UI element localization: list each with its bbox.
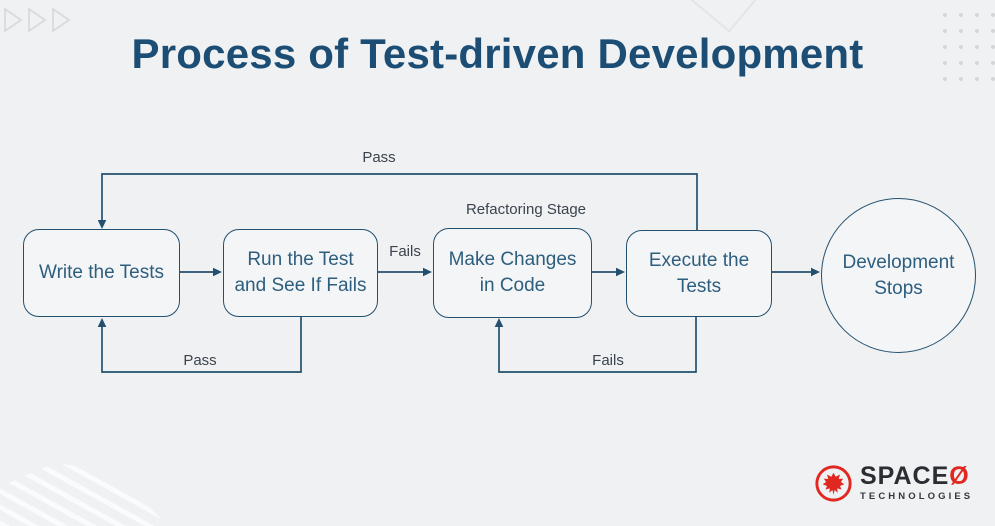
edge-pass-top <box>101 173 698 230</box>
maple-leaf-icon <box>815 464 852 502</box>
diamond-decor <box>689 0 763 33</box>
node-label: Development <box>842 251 955 273</box>
node-make-changes: Make Changes in Code <box>433 228 592 318</box>
arrowhead-right-icon <box>423 267 432 277</box>
triangles-decor-icon <box>4 7 71 33</box>
edge-label-pass-top: Pass <box>362 149 396 166</box>
arrowhead-up-icon <box>97 318 107 327</box>
brand-logo: SPACEØ TECHNOLOGIES <box>815 464 973 502</box>
arrowhead-right-icon <box>811 267 820 277</box>
node-write-the-tests: Write the Tests <box>23 229 180 317</box>
node-label: in Code <box>479 275 546 296</box>
edge-label-fails-mid: Fails <box>389 243 421 260</box>
node-label: Stops <box>874 277 923 299</box>
node-run-the-test: Run the Test and See If Fails <box>223 229 378 317</box>
node-label: Write the Tests <box>39 262 164 283</box>
edge-label-pass-bottom: Pass <box>183 352 217 369</box>
node-label: Execute the <box>648 249 750 271</box>
dot-grid-decor <box>933 3 995 93</box>
page-title: Process of Test-driven Development <box>131 30 864 77</box>
arrowhead-right-icon <box>213 267 222 277</box>
arrowhead-down-icon <box>97 220 107 229</box>
brand-o-glyph: Ø <box>949 462 970 490</box>
node-label: Tests <box>676 275 722 297</box>
brand-text: SPACEØ TECHNOLOGIES <box>860 462 974 503</box>
node-execute-the-tests: Execute the Tests <box>626 230 772 317</box>
node-label: Run the Test <box>247 249 354 270</box>
brand-name: SPACE <box>860 462 950 490</box>
brand-subtitle: TECHNOLOGIES <box>860 491 974 502</box>
arrowhead-up-icon <box>494 318 504 327</box>
node-label: Make Changes <box>448 249 577 270</box>
arrowhead-right-icon <box>616 267 625 277</box>
stripes-decor <box>0 463 168 526</box>
node-development-stops: Development Stops <box>821 198 976 353</box>
node-label: and See If Fails <box>234 275 367 296</box>
edge-label-refactoring-stage: Refactoring Stage <box>465 201 587 218</box>
edge-label-fails-bottom: Fails <box>592 352 624 369</box>
